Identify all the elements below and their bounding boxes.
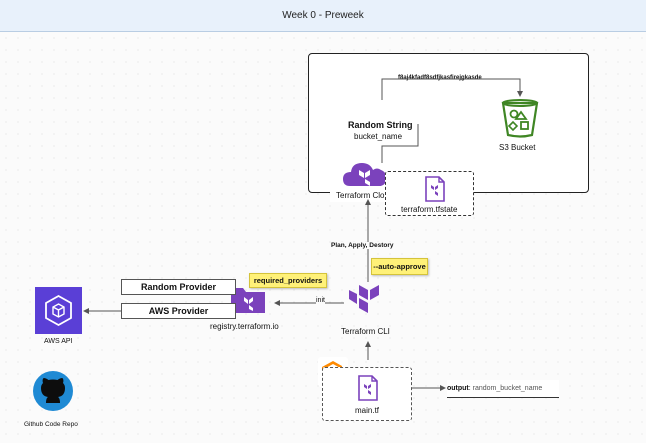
main-tf-label[interactable]: main.tf	[355, 406, 380, 415]
github-label[interactable]: Github Code Repo	[24, 421, 78, 428]
github-icon[interactable]	[32, 370, 74, 412]
file-icon	[357, 375, 379, 401]
registry-label[interactable]: registry.terraform.io	[210, 322, 279, 331]
aws-api-label[interactable]: AWS API	[44, 338, 73, 345]
init-label[interactable]: init	[316, 297, 325, 304]
bucket-arrow-label[interactable]: f8aj4kfadf8sdfjkasfirejgkasde	[396, 75, 484, 81]
terraform-cloud-label[interactable]: Terraform Cloud	[336, 191, 394, 200]
board-title-bar: Week 0 - Preweek	[0, 0, 646, 32]
aws-api-icon[interactable]	[35, 287, 82, 334]
output-value: random_bucket_name	[472, 385, 543, 392]
random-to-s3-connector	[381, 78, 523, 100]
cloud-to-random-connector	[381, 124, 419, 163]
random-provider-box[interactable]: Random Provider	[121, 279, 236, 295]
s3-bucket-icon[interactable]	[499, 97, 541, 139]
terraform-cloud-icon	[342, 158, 388, 190]
required-providers-note[interactable]: required_providers	[249, 273, 327, 288]
file-icon	[424, 176, 446, 202]
tfstate-label[interactable]: terraform.tfstate	[401, 205, 458, 214]
cli-arrow-label[interactable]: Plan, Apply, Destory	[331, 242, 394, 249]
terraform-icon[interactable]	[347, 282, 387, 324]
aws-provider-box[interactable]: AWS Provider	[121, 303, 236, 319]
output-box[interactable]: output: random_bucket_name	[447, 380, 559, 398]
output-key: output	[447, 385, 469, 392]
auto-approve-note[interactable]: --auto-approve	[371, 258, 428, 275]
random-string-sub[interactable]: bucket_name	[354, 132, 403, 141]
random-string-title[interactable]: Random String	[348, 120, 413, 130]
folder-icon[interactable]	[230, 284, 266, 314]
s3-bucket-label[interactable]: S3 Bucket	[499, 143, 536, 152]
board-title[interactable]: Week 0 - Preweek	[282, 10, 364, 21]
terraform-cli-label[interactable]: Terraform CLI	[341, 327, 390, 336]
